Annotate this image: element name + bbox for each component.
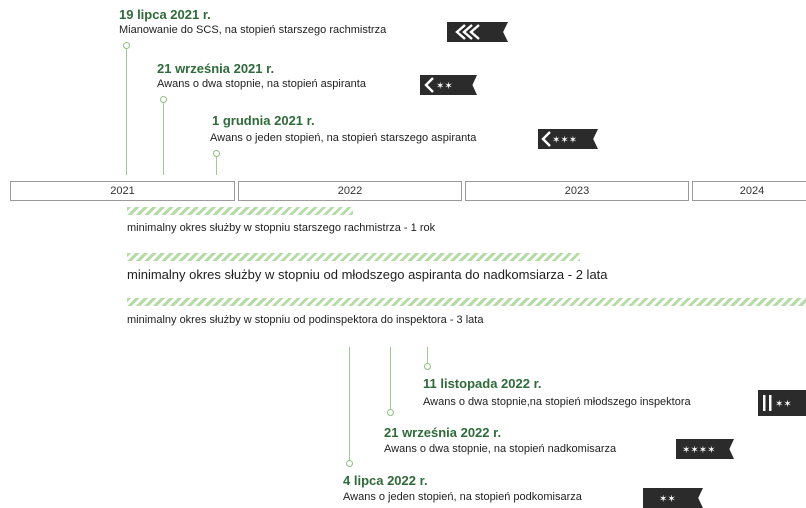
timeline-connector: [163, 103, 164, 175]
period-label: minimalny okres służby w stopniu od młod…: [127, 267, 608, 282]
timeline-dot: [424, 363, 431, 370]
stars-insignia-icon: ✶✶: [643, 488, 703, 508]
event-description: Awans o dwa stopnie,na stopień młodszego…: [423, 396, 691, 408]
timeline-dot: [213, 150, 220, 157]
svg-text:✶✶: ✶✶: [659, 494, 676, 505]
event-date: 21 września 2022 r.: [384, 425, 502, 440]
period-bar-1-year: [127, 207, 353, 215]
timeline-connector: [390, 347, 391, 409]
event-description: Awans o dwa stopnie, na stopień nadkomis…: [384, 443, 617, 455]
timeline-dot: [346, 460, 353, 467]
timeline-connector: [216, 157, 217, 175]
svg-text:✶✶: ✶✶: [775, 399, 792, 410]
event-date: 4 lipca 2022 r.: [343, 473, 428, 488]
timeline-dot: [387, 409, 394, 416]
period-label: minimalny okres służby w stopniu starsze…: [127, 222, 436, 234]
chevrons-insignia-icon: [447, 22, 508, 42]
timeline-dot: [160, 96, 167, 103]
chevron-stars-insignia-icon: ✶✶: [420, 75, 477, 95]
year-2021: 2021: [10, 181, 235, 201]
timeline-connector: [349, 347, 350, 460]
event-date: 1 grudnia 2021 r.: [212, 113, 315, 128]
period-label: minimalny okres służby w stopniu od podi…: [127, 314, 484, 326]
event-date: 21 września 2021 r.: [157, 61, 275, 76]
event-date: 19 lipca 2021 r.: [119, 7, 211, 22]
svg-text:✶✶✶✶: ✶✶✶✶: [682, 445, 716, 456]
period-bar-2-years: [127, 253, 580, 261]
bars-stars-insignia-icon: ✶✶: [758, 390, 806, 416]
year-2022: 2022: [238, 181, 462, 201]
stars-insignia-icon: ✶✶✶✶: [676, 439, 734, 459]
event-description: Awans o jeden stopień, na stopień podkom…: [343, 491, 582, 503]
period-bar-3-years: [127, 298, 806, 306]
year-2023: 2023: [465, 181, 689, 201]
timeline-connector: [427, 347, 428, 363]
event-description: Awans o dwa stopnie, na stopień aspirant…: [157, 78, 366, 90]
event-date: 11 listopada 2022 r.: [423, 376, 542, 391]
svg-text:✶✶✶: ✶✶✶: [552, 135, 577, 146]
timeline-dot: [123, 42, 130, 49]
event-description: Awans o jeden stopień, na stopień starsz…: [210, 132, 477, 144]
year-2024: 2024: [692, 181, 806, 201]
event-description: Mianowanie do SCS, na stopień starszego …: [119, 24, 387, 36]
svg-text:✶✶: ✶✶: [436, 81, 453, 92]
timeline-connector: [126, 49, 127, 175]
chevron-stars-insignia-icon: ✶✶✶: [538, 129, 598, 149]
